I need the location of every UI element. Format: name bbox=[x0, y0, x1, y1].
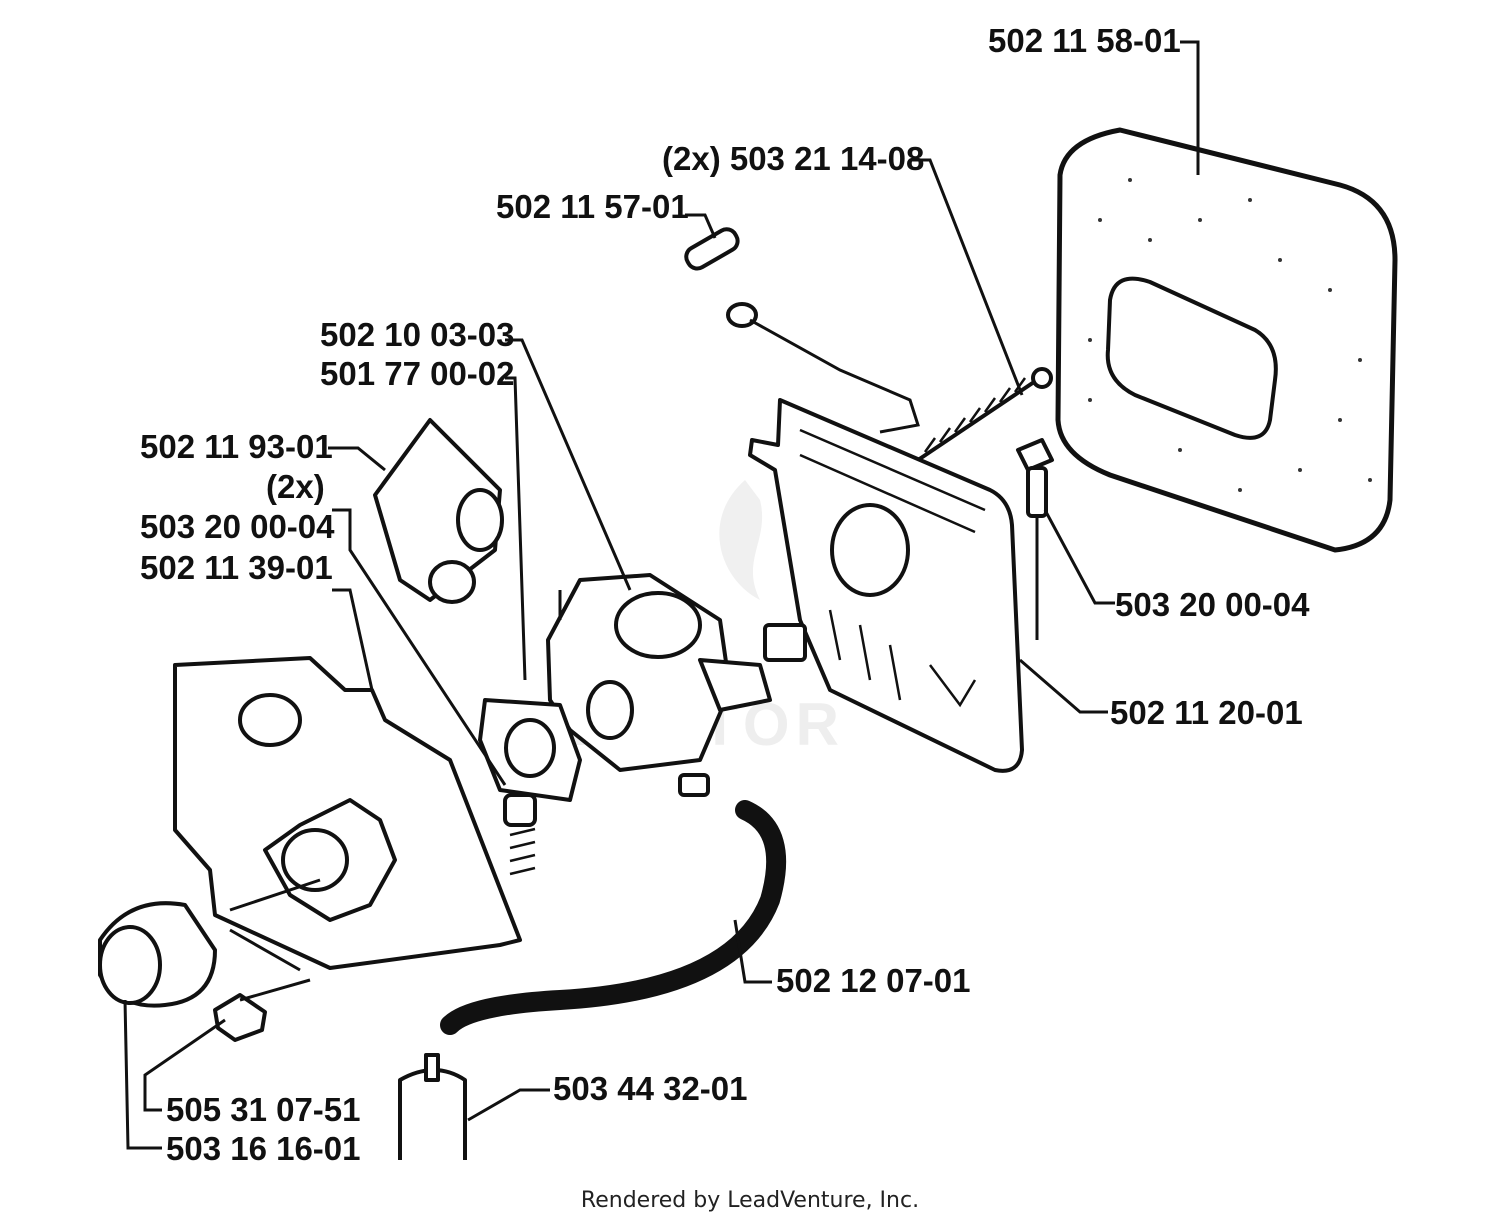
fuel-filter bbox=[398, 1053, 467, 1160]
part-label-11: 502 11 20-01 bbox=[1110, 694, 1303, 731]
intake-boot bbox=[373, 418, 504, 604]
air-filter bbox=[1055, 127, 1398, 553]
fuel-hose bbox=[440, 800, 787, 1035]
part-label-5: 501 77 00-02 bbox=[320, 355, 515, 392]
part-label-7: (2x) bbox=[266, 468, 325, 505]
carburetor-gasket bbox=[478, 698, 582, 802]
part-label-8: 503 20 00-04 bbox=[140, 508, 335, 545]
footer-credit: Rendered by LeadVenture, Inc. bbox=[581, 1188, 919, 1213]
part-label-9: 502 11 39-01 bbox=[140, 549, 333, 586]
part-label-15: 503 16 16-01 bbox=[166, 1130, 361, 1167]
bushing bbox=[98, 901, 217, 1008]
part-label-14: 505 31 07-51 bbox=[166, 1091, 361, 1128]
part-label-3: 502 11 57-01 bbox=[496, 188, 689, 225]
part-label-4: 502 10 03-03 bbox=[320, 316, 515, 353]
part-label-13: 503 44 32-01 bbox=[553, 1070, 748, 1107]
part-label-6: 502 11 93-01 bbox=[140, 428, 333, 465]
nut bbox=[213, 993, 267, 1042]
mounting-screw bbox=[503, 793, 537, 876]
part-label-10: 503 20 00-04 bbox=[1115, 586, 1310, 623]
part-label-2: (2x) 503 21 14-08 bbox=[662, 140, 924, 177]
bolt bbox=[1016, 438, 1054, 640]
choke-rod bbox=[684, 227, 920, 434]
housing bbox=[173, 656, 522, 970]
filter-base-plate bbox=[748, 398, 1024, 773]
part-label-1: 502 11 58-01 bbox=[988, 22, 1181, 59]
leader-lines bbox=[123, 40, 1200, 1150]
carburetor bbox=[546, 573, 772, 797]
part-label-12: 502 12 07-01 bbox=[776, 962, 971, 999]
